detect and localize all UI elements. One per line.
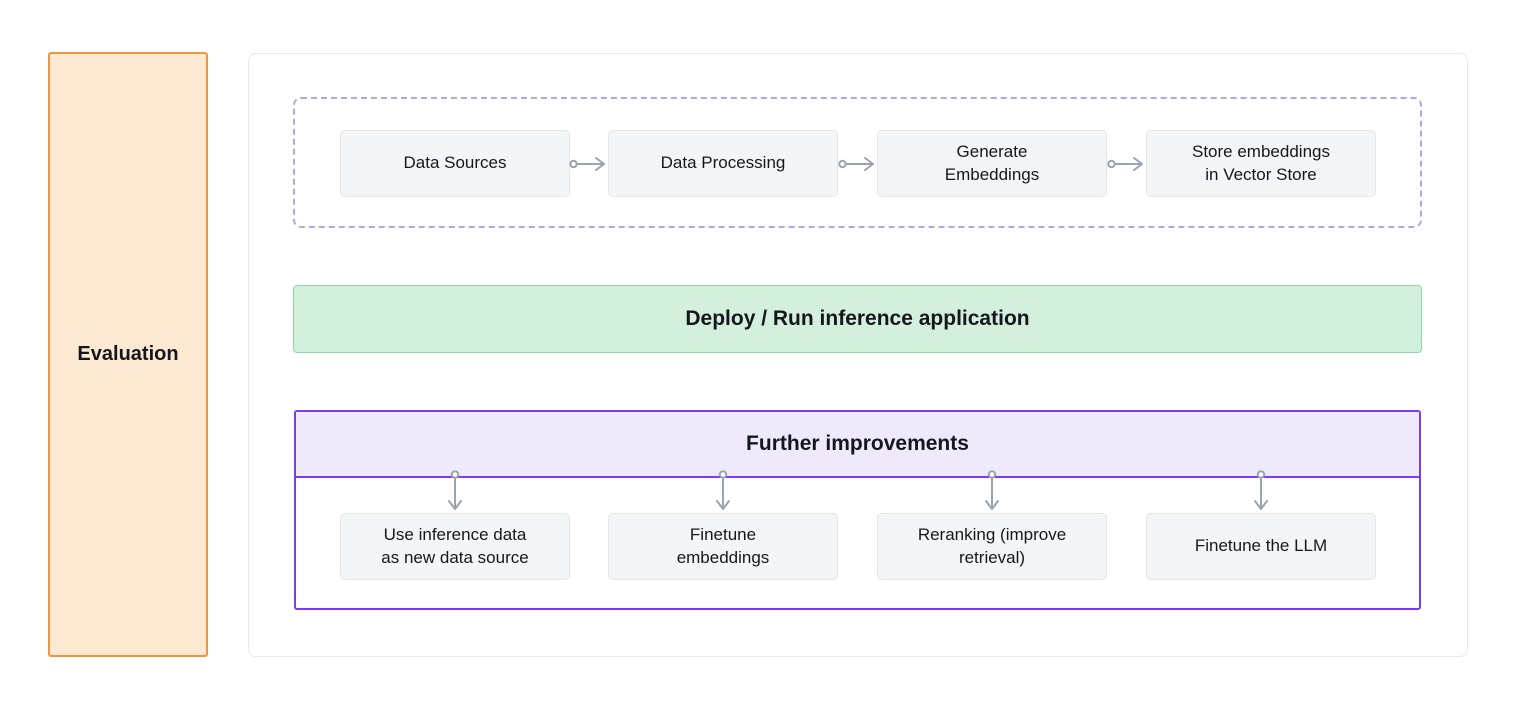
node-label: Finetune the LLM bbox=[1194, 536, 1328, 556]
node-label: Finetune embeddings bbox=[676, 524, 770, 567]
further-improvements-section: Further improvements bbox=[294, 410, 1421, 610]
further-improvements-header: Further improvements bbox=[296, 412, 1419, 478]
node-label: Reranking (improve retrieval) bbox=[917, 524, 1067, 567]
node-label: Store embeddings in Vector Store bbox=[1192, 141, 1330, 184]
node-label: Data Sources bbox=[403, 153, 507, 173]
node-label: Generate Embeddings bbox=[944, 141, 1040, 184]
arrow-right-icon bbox=[1107, 157, 1143, 171]
node-data-sources: Data Sources bbox=[340, 130, 570, 197]
node-store-embeddings: Store embeddings in Vector Store bbox=[1146, 130, 1376, 197]
node-data-processing: Data Processing bbox=[608, 130, 838, 197]
arrow-down-icon bbox=[716, 470, 730, 510]
further-improvements-title: Further improvements bbox=[746, 432, 969, 455]
node-reranking: Reranking (improve retrieval) bbox=[877, 513, 1107, 580]
node-generate-embeddings: Generate Embeddings bbox=[877, 130, 1107, 197]
evaluation-label: Evaluation bbox=[77, 343, 179, 365]
node-label: Use inference data as new data source bbox=[381, 524, 529, 567]
arrow-right-icon bbox=[569, 157, 605, 171]
deploy-banner: Deploy / Run inference application bbox=[293, 285, 1422, 353]
node-use-inference-data: Use inference data as new data source bbox=[340, 513, 570, 580]
arrow-down-icon bbox=[448, 470, 462, 510]
node-finetune-embeddings: Finetune embeddings bbox=[608, 513, 838, 580]
arrow-down-icon bbox=[1254, 470, 1268, 510]
arrow-down-icon bbox=[985, 470, 999, 510]
arrow-right-icon bbox=[838, 157, 874, 171]
data-pipeline-group bbox=[293, 97, 1422, 228]
evaluation-box: Evaluation bbox=[48, 52, 208, 657]
node-finetune-llm: Finetune the LLM bbox=[1146, 513, 1376, 580]
deploy-label: Deploy / Run inference application bbox=[685, 307, 1030, 330]
node-label: Data Processing bbox=[660, 153, 786, 173]
